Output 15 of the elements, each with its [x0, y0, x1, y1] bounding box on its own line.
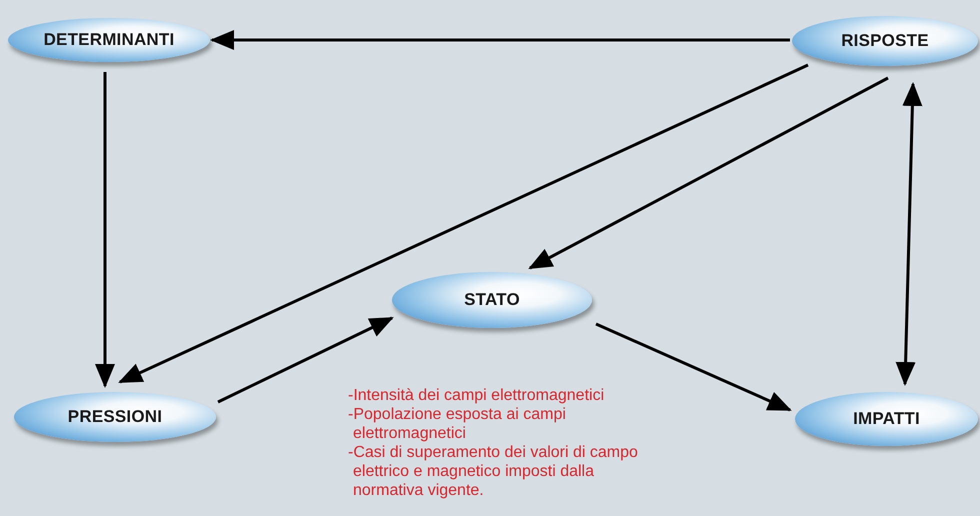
node-label: STATO: [464, 290, 520, 310]
node-label: PRESSIONI: [68, 407, 162, 427]
node-label: IMPATTI: [853, 409, 920, 429]
arrow: [217, 316, 394, 404]
indicator-note: -Intensità dei campi elettromagnetici: [348, 386, 606, 405]
indicator-note: -Popolazione esposta ai campi elettromagnetici: [348, 405, 567, 443]
arrow: [210, 30, 790, 50]
node-label: RISPOSTE: [841, 31, 929, 51]
arrow: [118, 64, 809, 384]
arrow: [896, 82, 922, 386]
ellipse-node: [14, 392, 216, 442]
node-label: DETERMINANTI: [44, 30, 174, 50]
indicator-note: -Casi di superamento dei valori di campo elettrico e magnetico imposti dalla normativa vigente.: [348, 443, 639, 500]
arrow: [595, 322, 792, 412]
arrow: [95, 72, 115, 388]
